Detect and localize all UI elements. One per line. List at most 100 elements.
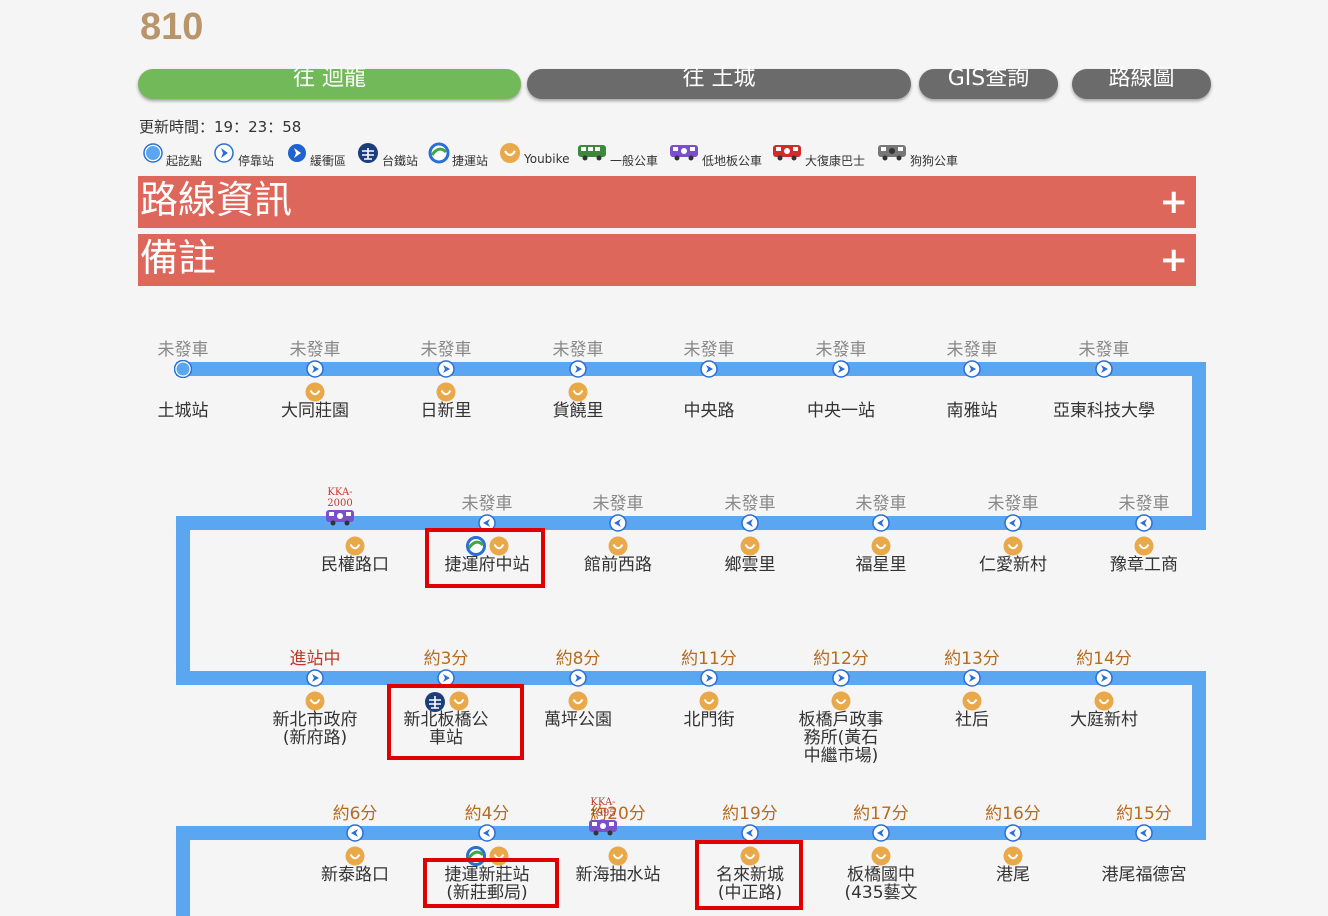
tab-route-map[interactable]: 路線圖 [1072, 66, 1211, 99]
youbike-icon [740, 846, 760, 866]
stop-name[interactable]: 仁愛新村 [979, 555, 1047, 575]
stop-eta: 約12分 [813, 649, 869, 669]
bus-position[interactable]: KKA-2000 [315, 487, 365, 526]
bus-position[interactable]: KKA-1995 [578, 797, 628, 836]
dog-bus-icon [878, 145, 906, 161]
stop-name[interactable]: 福星里 [855, 555, 907, 575]
stop-name[interactable]: 板橋國中 (435藝文 [844, 865, 918, 903]
mrt-station-icon [465, 536, 486, 556]
stop-icon[interactable] [346, 824, 364, 842]
youbike-icon [831, 691, 851, 711]
stop-name[interactable]: 館前西路 [584, 555, 652, 575]
stop-eta: 未發車 [946, 340, 998, 360]
stop-eta: 約15分 [1116, 804, 1172, 824]
stop-name[interactable]: 民權路口 [321, 555, 389, 575]
stop-name[interactable]: 萬坪公園 [544, 710, 612, 730]
stop-name[interactable]: 土城站 [157, 401, 209, 421]
stop-name[interactable]: 新泰路口 [321, 865, 389, 885]
stop-icon[interactable] [306, 360, 324, 378]
tab-label: 路線圖 [1108, 66, 1175, 91]
stop-icon[interactable] [872, 514, 890, 532]
youbike-icon [1094, 691, 1114, 711]
tab-to-huilong[interactable]: 往 迴龍 [138, 66, 521, 99]
stop-eta: 未發車 [157, 340, 209, 360]
tab-gis-query[interactable]: GIS查詢 [919, 68, 1058, 99]
route-line [176, 362, 1206, 376]
tab-label: 往 迴龍 [293, 66, 366, 91]
highlight-box [695, 840, 803, 910]
stop-icon[interactable] [437, 360, 455, 378]
stop-name[interactable]: 捷運府中站 [444, 555, 530, 575]
stop-icon[interactable] [1095, 360, 1113, 378]
stop-eta: 未發車 [1118, 494, 1170, 514]
legend-label: Youbike [524, 152, 570, 166]
route-info-bar[interactable]: 路線資訊 + [138, 176, 1196, 228]
stop-eta: 未發車 [724, 494, 776, 514]
stop-icon[interactable] [963, 360, 981, 378]
stop-icon[interactable] [872, 824, 890, 842]
tab-to-tucheng[interactable]: 往 土城 [527, 68, 911, 99]
stop-icon[interactable] [963, 669, 981, 687]
stop-name[interactable]: 亞東科技大學 [1053, 401, 1155, 421]
stop-icon[interactable] [832, 360, 850, 378]
stop-eta: 約16分 [985, 804, 1041, 824]
stop-name[interactable]: 名來新城 (中正路) [716, 865, 784, 903]
stop-icon[interactable] [700, 669, 718, 687]
stop-eta: 未發車 [683, 340, 735, 360]
rehab-bus-icon [773, 145, 801, 161]
stop-icon[interactable] [1135, 514, 1153, 532]
stop-icon[interactable] [437, 669, 455, 687]
stop-icon[interactable] [569, 360, 587, 378]
railway-station-icon [358, 143, 378, 163]
stop-icon[interactable] [741, 514, 759, 532]
stop-icon[interactable] [1004, 514, 1022, 532]
stop-name[interactable]: 豫章工商 [1110, 555, 1178, 575]
stop-icon[interactable] [1004, 824, 1022, 842]
stop-name[interactable]: 中央路 [683, 401, 735, 421]
update-time: 更新時間：19：23：58 [139, 116, 301, 137]
stop-name[interactable]: 北門街 [683, 710, 735, 730]
legend-label: 狗狗公車 [910, 154, 959, 168]
stop-name[interactable]: 南雅站 [946, 401, 998, 421]
stop-name[interactable]: 社后 [955, 710, 989, 730]
stop-name[interactable]: 新北板橋公 車站 [403, 710, 489, 748]
stop-icon[interactable] [700, 360, 718, 378]
stop-name[interactable]: 港尾 [996, 865, 1030, 885]
stop-name[interactable]: 捷運新莊站 (新莊郵局) [444, 865, 530, 903]
stop-name[interactable]: 貨饒里 [552, 401, 604, 421]
expand-plus-icon[interactable]: + [1159, 182, 1189, 222]
youbike-icon [608, 846, 628, 866]
notes-bar[interactable]: 備註 + [138, 234, 1196, 286]
legend-label: 大復康巴士 [805, 154, 866, 168]
youbike-icon [1003, 536, 1023, 556]
stop-name[interactable]: 新海抽水站 [575, 865, 661, 885]
stop-name[interactable]: 大庭新村 [1070, 710, 1138, 730]
stop-icon[interactable] [569, 669, 587, 687]
youbike-icon [871, 536, 891, 556]
start-point-icon[interactable] [174, 360, 192, 378]
stop-icon[interactable] [609, 514, 627, 532]
stop-icon[interactable] [306, 669, 324, 687]
expand-plus-icon[interactable]: + [1159, 240, 1189, 280]
stop-icon [214, 143, 234, 163]
stop-eta: 未發車 [815, 340, 867, 360]
stop-icon[interactable] [1135, 824, 1153, 842]
stop-name[interactable]: 板橋戶政事 務所(黃石 中繼市場) [798, 710, 884, 766]
stop-icon[interactable] [478, 824, 496, 842]
stop-eta: 未發車 [1078, 340, 1130, 360]
stop-icon[interactable] [832, 669, 850, 687]
stop-eta: 約19分 [722, 804, 778, 824]
stop-icon[interactable] [1095, 669, 1113, 687]
stop-name[interactable]: 新北市政府 (新府路) [272, 710, 358, 748]
youbike-icon [449, 691, 468, 711]
stop-name[interactable]: 日新里 [420, 401, 472, 421]
stop-name[interactable]: 中央一站 [807, 401, 875, 421]
stop-name[interactable]: 港尾福德宮 [1101, 865, 1187, 885]
stop-name[interactable]: 鄉雲里 [724, 555, 776, 575]
youbike-icon [1134, 536, 1154, 556]
stop-name[interactable]: 大同莊園 [281, 401, 349, 421]
bus-plate: KKA-1995 [590, 797, 616, 819]
stop-eta: 約13分 [944, 649, 1000, 669]
highlight-box [423, 858, 559, 908]
update-value: 19：23：58 [214, 118, 302, 136]
